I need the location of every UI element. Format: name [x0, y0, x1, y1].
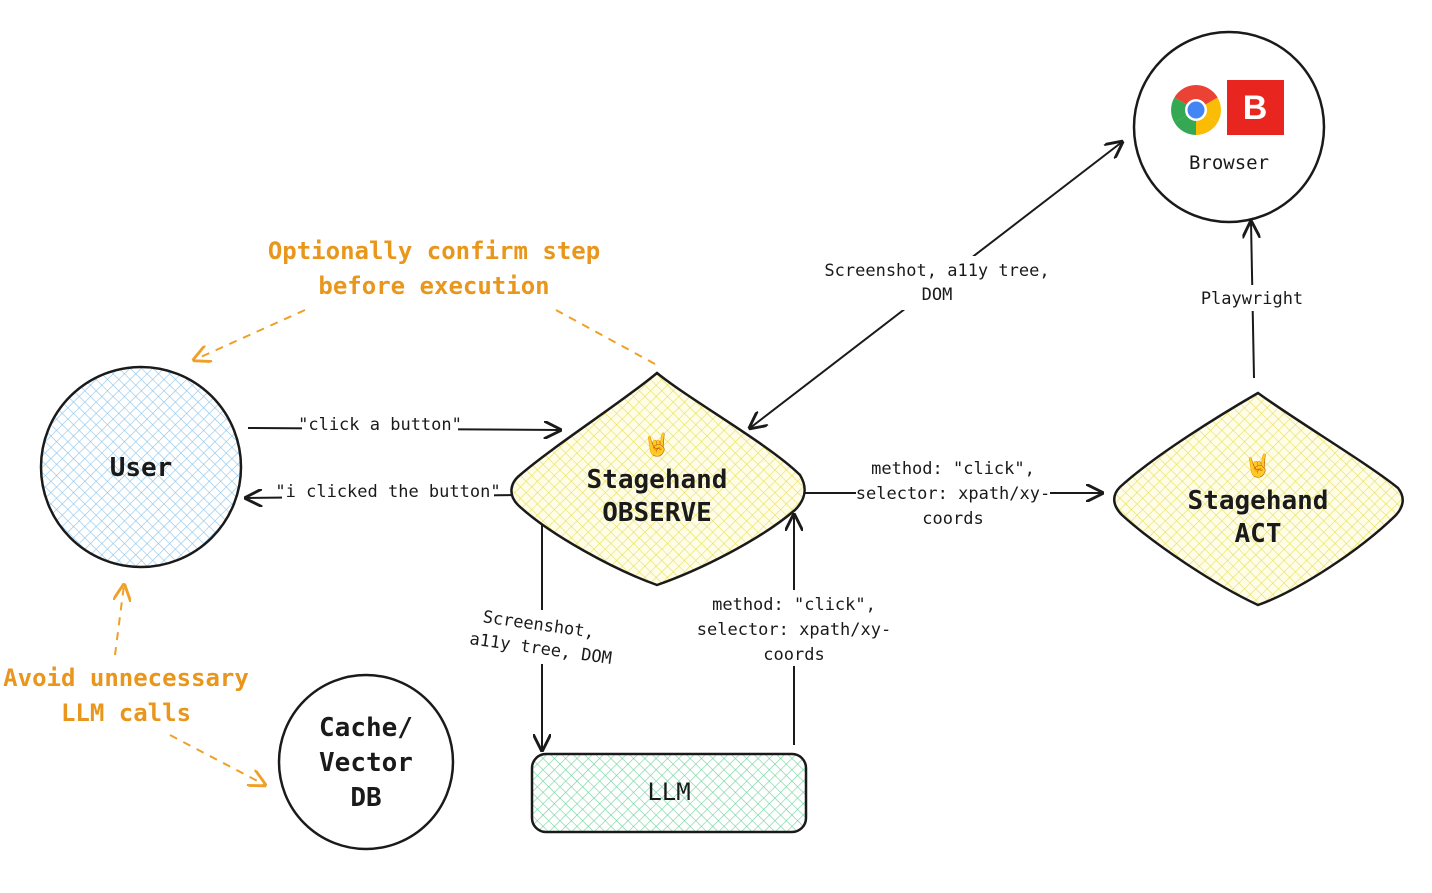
brave-icon: B — [1227, 80, 1284, 135]
llm-node[interactable]: LLM — [530, 752, 808, 834]
annotation-avoid-2: LLM calls — [61, 699, 191, 727]
observe-hand-icon: 🤘 — [643, 431, 670, 458]
edge-avoid-to-cache — [169, 734, 265, 785]
edge-label-act-to-browser: Playwright — [1201, 289, 1303, 309]
cache-label-1: Cache/ — [319, 713, 413, 743]
act-label-2: ACT — [1235, 519, 1282, 549]
edge-label-user-to-observe: "click a button" — [298, 415, 462, 435]
annotation-confirm: Optionally confirm step before execution — [268, 237, 600, 300]
act-label-1: Stagehand — [1188, 486, 1329, 516]
annotation-confirm-2: before execution — [318, 272, 549, 300]
cache-label-3: DB — [350, 783, 381, 813]
edge-label-llm-to-observe-1: method: "click", — [712, 595, 876, 615]
browser-node[interactable]: B Browser — [1132, 30, 1326, 224]
edge-label-observe-to-act-3: coords — [922, 509, 983, 529]
edges: "click a button" "i clicked the button" … — [115, 142, 1308, 785]
act-hand-icon: 🤘 — [1244, 452, 1271, 479]
edge-label-observe-to-user: "i clicked the button" — [275, 482, 500, 502]
annotation-avoid-1: Avoid unnecessary — [3, 664, 249, 692]
act-node[interactable]: 🤘 Stagehand ACT — [1113, 391, 1404, 607]
user-label: User — [110, 453, 173, 483]
annotation-confirm-1: Optionally confirm step — [268, 237, 600, 265]
edge-label-llm-to-observe-3: coords — [763, 645, 824, 665]
user-node[interactable]: User — [39, 365, 243, 569]
annotation-avoid: Avoid unnecessary LLM calls — [3, 664, 249, 727]
edge-label-browser-observe-1: Screenshot, a11y tree, — [824, 261, 1049, 281]
edge-label-browser-observe-2: DOM — [922, 285, 953, 305]
cache-node[interactable]: Cache/ Vector DB — [277, 673, 455, 851]
edge-observe-to-confirm — [555, 309, 656, 365]
browser-label: Browser — [1189, 152, 1269, 174]
edge-label-observe-to-act-1: method: "click", — [871, 459, 1035, 479]
observe-label-2: OBSERVE — [602, 498, 712, 528]
svg-text:B: B — [1243, 89, 1268, 127]
observe-node[interactable]: 🤘 Stagehand OBSERVE — [510, 371, 806, 587]
edge-confirm-to-user — [194, 309, 306, 360]
edge-label-llm-to-observe-2: selector: xpath/xy- — [697, 620, 891, 640]
chrome-icon — [1171, 85, 1221, 135]
edge-avoid-to-user — [115, 585, 124, 656]
observe-label-1: Stagehand — [587, 465, 728, 495]
cache-label-2: Vector — [319, 748, 413, 778]
edge-label-observe-to-act-2: selector: xpath/xy- — [856, 484, 1050, 504]
llm-label: LLM — [647, 778, 690, 806]
